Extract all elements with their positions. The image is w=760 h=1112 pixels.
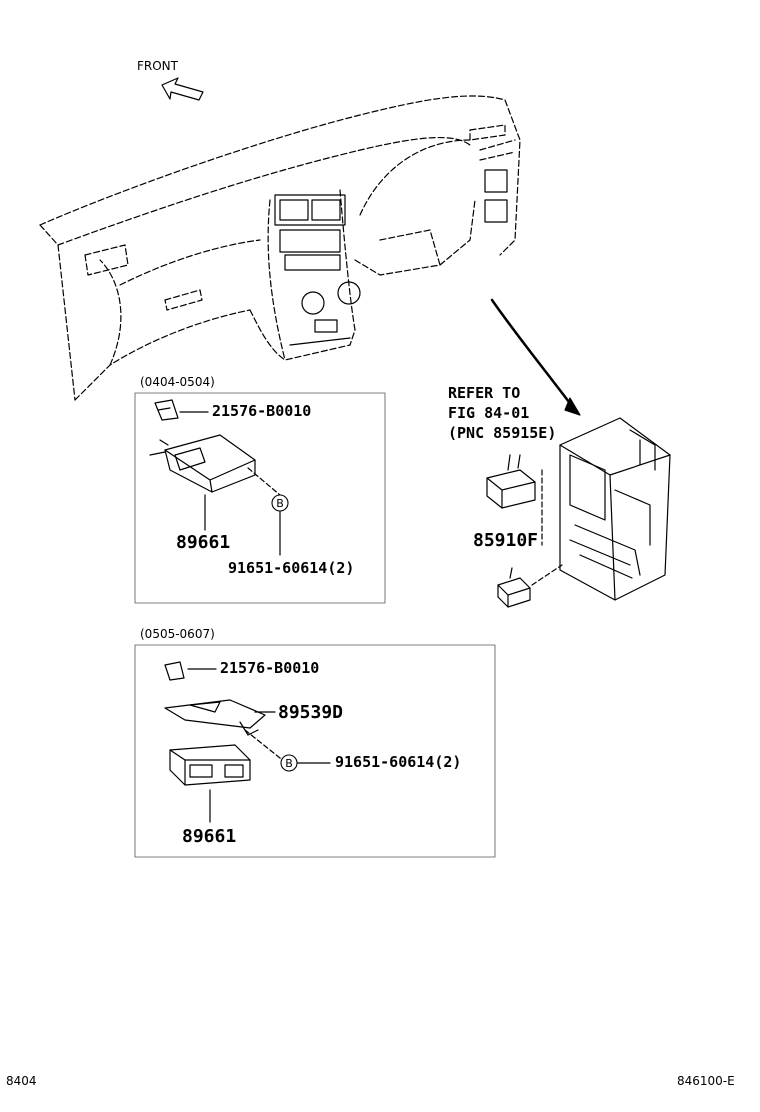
panel-b-part-bracket[interactable]: 89539D <box>278 702 344 723</box>
dashboard-illustration <box>39 95 521 401</box>
marker-b-panel-b: B <box>280 754 298 772</box>
panel-b-bracket-icon <box>164 699 266 736</box>
relay-upper-icon <box>486 454 536 509</box>
refer-line-3[interactable]: (PNC 85915E) <box>448 424 557 442</box>
relay-block-illustration <box>559 417 671 601</box>
front-label: FRONT <box>137 59 178 73</box>
marker-b-text-b: B <box>285 757 293 770</box>
footer-page-code: 8404 <box>6 1074 37 1088</box>
panel-a-part-bolt[interactable]: 91651-60614(2) <box>228 559 355 577</box>
panel-b-part-clip[interactable]: 21576-B0010 <box>220 659 320 677</box>
panel-b-clip-icon <box>164 661 185 681</box>
center-console-illustration <box>274 169 508 346</box>
footer-figure-code: 846100-E <box>677 1074 735 1088</box>
panel-a-clip-icon <box>154 399 179 421</box>
relay-lower-icon <box>497 567 531 608</box>
marker-b-text-a: B <box>276 497 284 510</box>
refer-line-1: REFER TO <box>448 384 521 402</box>
panel-b-part-bolt[interactable]: 91651-60614(2) <box>335 753 462 771</box>
panel-a-frame <box>134 392 386 604</box>
relay-part-number[interactable]: 85910F <box>473 530 539 551</box>
marker-b-panel-a: B <box>271 494 289 512</box>
panel-b-range: (0505-0607) <box>140 627 215 641</box>
panel-a-module-icon <box>149 434 256 493</box>
panel-a-part-clip[interactable]: 21576-B0010 <box>212 402 312 420</box>
refer-line-2[interactable]: FIG 84-01 <box>448 404 530 422</box>
panel-a-part-module[interactable]: 89661 <box>176 532 231 553</box>
panel-b-module-icon <box>169 744 251 786</box>
panel-b-frame <box>134 644 496 858</box>
panel-b-part-module[interactable]: 89661 <box>182 826 237 847</box>
leader-arrow <box>490 298 577 412</box>
panel-a-range: (0404-0504) <box>140 375 215 389</box>
front-arrow-icon <box>161 77 204 101</box>
